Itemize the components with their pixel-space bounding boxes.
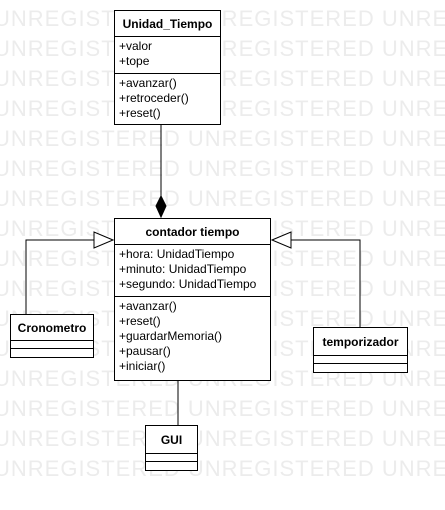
class-temporizador[interactable]: temporizador [313, 327, 408, 373]
operation: +pausar() [119, 344, 171, 358]
operation: +avanzar() [119, 299, 177, 313]
operation: +iniciar() [119, 359, 166, 373]
cronometro-generalization-line [25, 239, 94, 315]
attribute: +minuto: UnidadTiempo [119, 262, 247, 276]
class-name: contador tiempo [115, 219, 270, 245]
attributes-section [314, 356, 407, 364]
attribute: +segundo: UnidadTiempo [119, 277, 257, 291]
class-name: Cronometro [11, 315, 93, 341]
cronometro-generalization-arrow [93, 231, 115, 249]
attribute: +hora: UnidadTiempo [119, 247, 235, 261]
class-name: temporizador [314, 328, 407, 356]
operation: +retroceder() [119, 91, 189, 105]
attributes-section: +valor +tope [115, 37, 220, 74]
class-name: Unidad_Tiempo [115, 11, 220, 37]
class-gui[interactable]: GUI [145, 425, 198, 471]
class-name: GUI [146, 426, 197, 454]
attributes-section [146, 454, 197, 462]
operation: +reset() [119, 314, 161, 328]
attributes-section: +hora: UnidadTiempo +minuto: UnidadTiemp… [115, 245, 270, 297]
operations-section [11, 349, 93, 357]
attribute: +valor [119, 39, 153, 53]
class-contador-tiempo[interactable]: contador tiempo +hora: UnidadTiempo +min… [114, 218, 271, 381]
composition-diamond [155, 194, 167, 219]
attribute: +tope [119, 54, 150, 68]
class-cronometro[interactable]: Cronometro [10, 314, 94, 358]
operation: +reset() [119, 106, 161, 120]
attributes-section [11, 341, 93, 349]
temporizador-generalization-line [291, 239, 361, 328]
operations-section: +avanzar() +reset() +guardarMemoria() +p… [115, 297, 270, 376]
operations-section [314, 364, 407, 372]
class-unidad-tiempo[interactable]: Unidad_Tiempo +valor +tope +avanzar() +r… [114, 10, 221, 125]
operations-section: +avanzar() +retroceder() +reset() [115, 74, 220, 123]
operation: +guardarMemoria() [119, 329, 223, 343]
operations-section [146, 462, 197, 470]
temporizador-generalization-arrow [270, 231, 292, 249]
operation: +avanzar() [119, 76, 177, 90]
